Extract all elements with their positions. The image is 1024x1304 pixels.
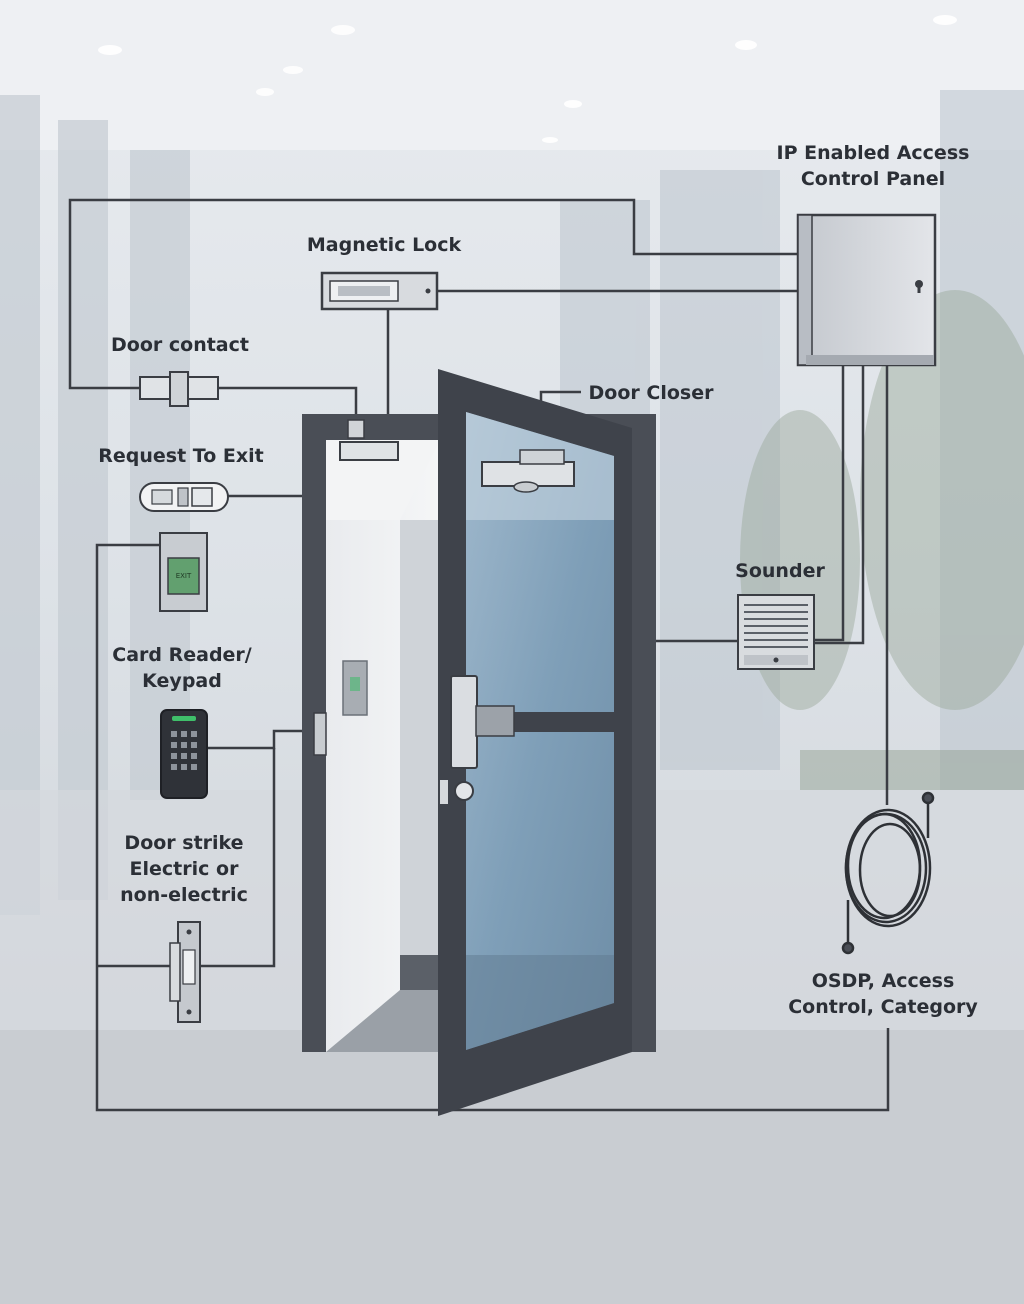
ip-access-control-panel-device (796, 213, 937, 367)
door-strike-device (169, 921, 201, 1023)
label-osdp-line-2: Control, Category (788, 996, 978, 1018)
label-ip-panel-line-1: IP Enabled Access (776, 142, 970, 164)
label-osdp: OSDP, Access Control, Category (774, 968, 992, 1020)
request-to-exit-device (139, 482, 229, 512)
card-reader-device (160, 709, 208, 799)
wiring (68, 198, 890, 1112)
sounder-device (737, 594, 815, 670)
label-ip-panel: IP Enabled Access Control Panel (760, 140, 986, 192)
label-request-to-exit: Request To Exit (98, 445, 264, 467)
label-door-strike-line-2: Electric or (129, 858, 239, 880)
label-magnetic-lock: Magnetic Lock (306, 234, 462, 256)
label-door-strike: Door strike Electric or non-electric (104, 830, 264, 908)
label-ip-panel-line-2: Control Panel (800, 168, 946, 190)
door-contact-device (139, 371, 219, 407)
osdp-cable-coil (841, 791, 935, 955)
door-assembly (302, 369, 656, 1116)
magnetic-lock-device (320, 271, 439, 311)
label-door-contact: Door contact (111, 334, 249, 356)
label-door-strike-line-3: non-electric (120, 884, 248, 906)
label-sounder: Sounder (735, 560, 825, 582)
svg-text:EXIT: EXIT (176, 572, 192, 580)
label-card-reader-line-1: Card Reader/ (112, 644, 252, 666)
label-door-closer: Door Closer (588, 382, 714, 404)
label-door-strike-line-1: Door strike (124, 832, 244, 854)
label-osdp-line-1: OSDP, Access (811, 970, 955, 992)
exit-button-device: EXIT (159, 532, 208, 612)
label-card-reader: Card Reader/ Keypad (96, 642, 268, 694)
label-card-reader-line-2: Keypad (142, 670, 222, 692)
